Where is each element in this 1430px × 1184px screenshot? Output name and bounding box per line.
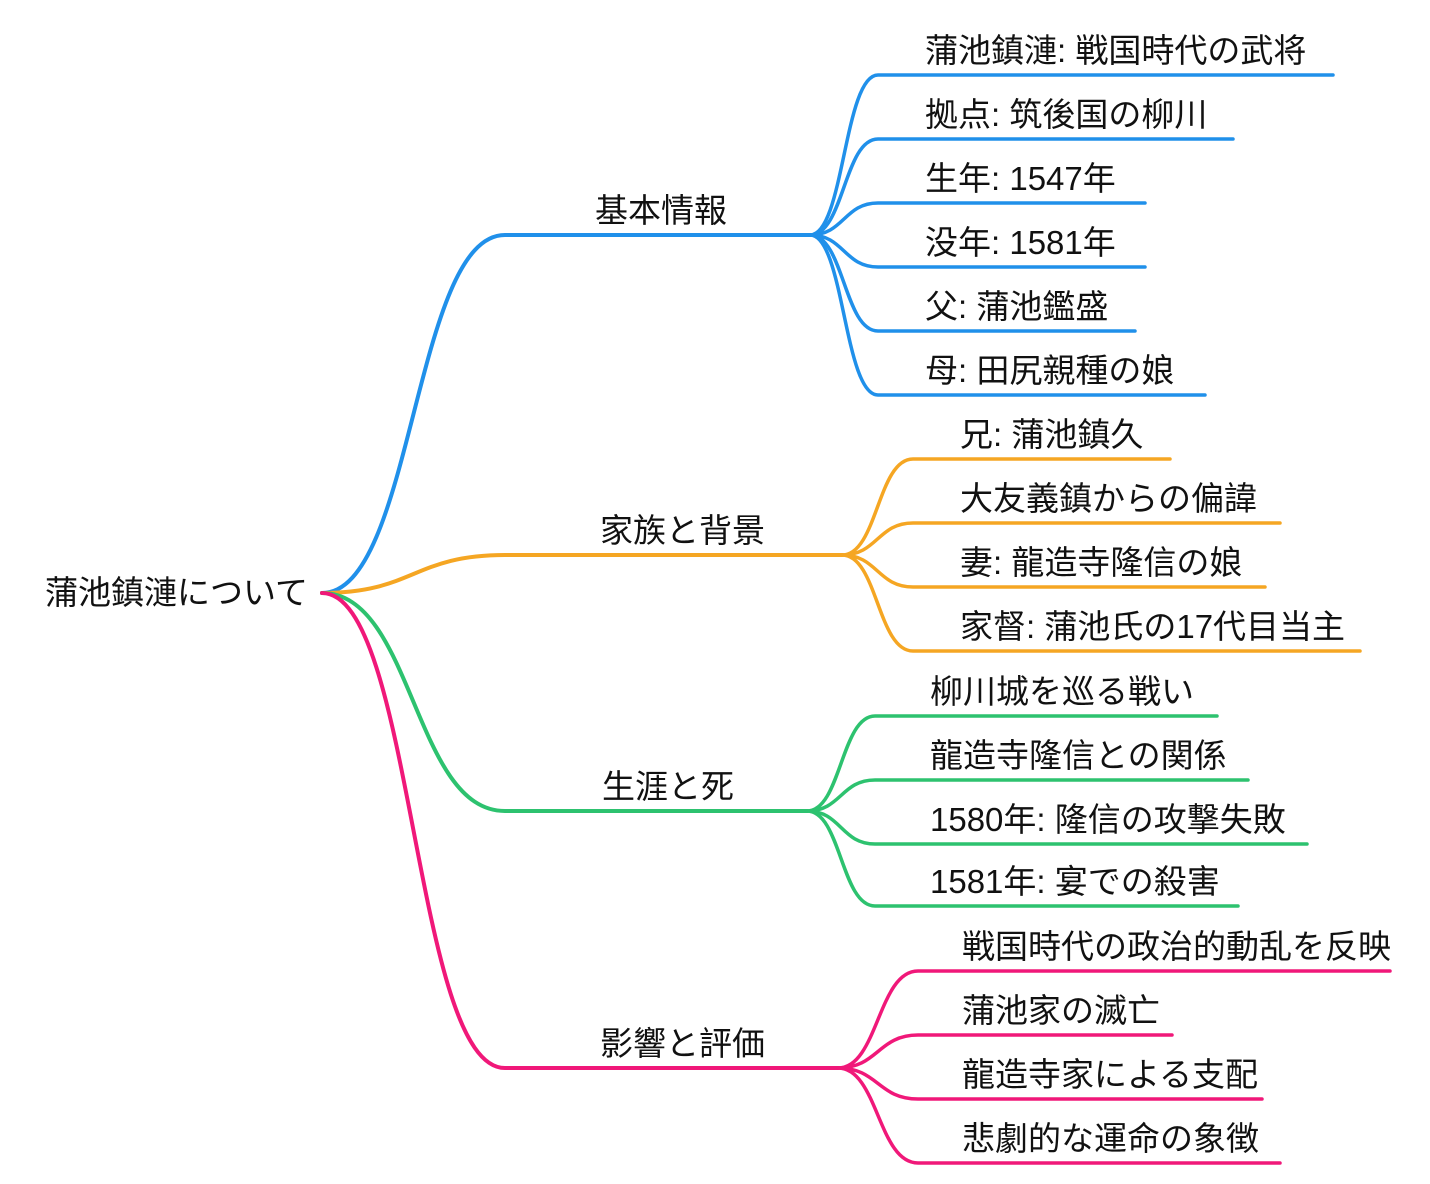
leaf-connector-1-3 [840, 553, 1362, 653]
leaf-label[interactable]: 龍造寺隆信との関係 [930, 737, 1227, 774]
leaf-connector-2-0 [805, 714, 1219, 813]
branch-connector-1 [320, 553, 844, 595]
leaf-connector-0-2 [808, 201, 1147, 237]
leaf-connector-0-1 [808, 137, 1235, 237]
branch-connector-3 [320, 591, 840, 1070]
branch-label-impact-evaluation[interactable]: 影響と評価 [600, 1025, 765, 1062]
leaf-label[interactable]: 龍造寺家による支配 [962, 1056, 1259, 1093]
leaf-label[interactable]: 1581年: 宴での殺害 [930, 863, 1220, 900]
leaf-label[interactable]: 生年: 1547年 [925, 160, 1116, 197]
leaf-label[interactable]: 没年: 1581年 [925, 224, 1116, 261]
leaf-connector-3-3 [836, 1066, 1282, 1165]
branch-connector-0 [320, 233, 812, 595]
leaf-label[interactable]: 妻: 龍造寺隆信の娘 [960, 544, 1243, 581]
leaf-connector-0-5 [808, 233, 1207, 397]
leaf-label[interactable]: 大友義鎮からの偏諱 [960, 480, 1257, 517]
leaf-connector-1-1 [840, 521, 1282, 557]
leaf-label[interactable]: 1580年: 隆信の攻撃失敗 [930, 801, 1286, 838]
branch-label-basic-info[interactable]: 基本情報 [595, 192, 727, 229]
leaf-label[interactable]: 戦国時代の政治的動乱を反映 [962, 928, 1391, 965]
leaf-label[interactable]: 父: 蒲池鑑盛 [925, 288, 1109, 325]
root-node-label[interactable]: 蒲池鎮漣について [45, 574, 309, 611]
leaf-connector-0-3 [808, 233, 1147, 269]
leaf-label[interactable]: 兄: 蒲池鎮久 [960, 416, 1144, 453]
branch-label-life-and-death[interactable]: 生涯と死 [602, 768, 734, 805]
leaf-label[interactable]: 家督: 蒲池氏の17代目当主 [960, 608, 1346, 645]
leaf-label[interactable]: 蒲池家の滅亡 [962, 992, 1160, 1029]
leaf-label[interactable]: 蒲池鎮漣: 戦国時代の武将 [925, 32, 1307, 69]
leaf-connector-1-0 [840, 457, 1172, 557]
leaf-label[interactable]: 拠点: 筑後国の柳川 [925, 96, 1208, 133]
leaf-connector-0-0 [808, 73, 1335, 237]
leaf-label[interactable]: 柳川城を巡る戦い [930, 673, 1194, 710]
leaf-connector-3-0 [836, 969, 1392, 1070]
leaf-connector-3-2 [836, 1066, 1264, 1101]
leaf-label[interactable]: 母: 田尻親種の娘 [925, 352, 1175, 389]
leaf-connector-2-3 [805, 809, 1240, 908]
branch-label-family-background[interactable]: 家族と背景 [600, 512, 765, 549]
leaf-connector-1-2 [840, 553, 1267, 589]
leaf-connector-3-1 [836, 1033, 1174, 1070]
leaf-connector-2-2 [805, 809, 1309, 846]
leaf-label[interactable]: 悲劇的な運命の象徴 [962, 1120, 1259, 1157]
branch-connector-2 [320, 591, 809, 813]
leaf-connector-2-1 [805, 778, 1250, 813]
